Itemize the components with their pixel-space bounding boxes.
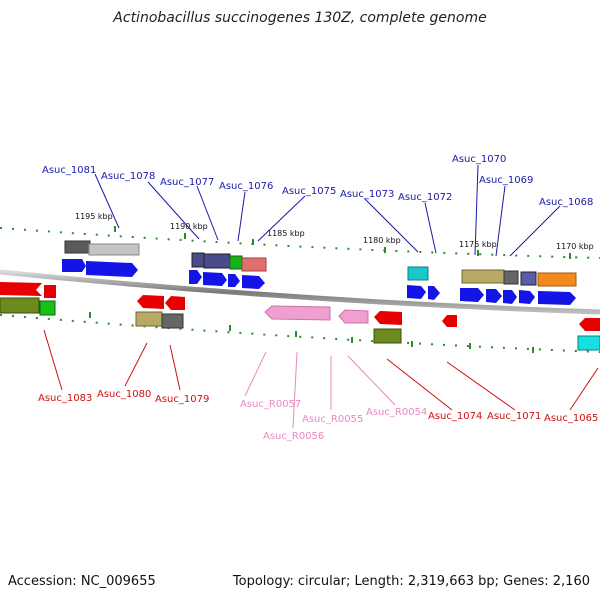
gene-label-reverse[interactable]: Asuc_1065 (544, 413, 598, 424)
feature-green-box[interactable] (229, 255, 243, 270)
reverse-leader-lines (43, 329, 599, 429)
gene-label-reverse[interactable]: Asuc_1071 (487, 411, 541, 422)
tick-label: 1170 kbp (556, 242, 594, 251)
feature-gray-box[interactable] (161, 313, 184, 329)
gene-label-forward[interactable]: Asuc_1073 (340, 189, 394, 200)
gene-arrow-reverse[interactable] (442, 315, 457, 327)
genome-summary-text: Topology: circular; Length: 2,319,663 bp… (232, 574, 590, 589)
feature-khaki-box[interactable] (135, 311, 163, 327)
tick-label: 1195 kbp (75, 212, 113, 221)
feature-gray-box[interactable] (88, 243, 140, 256)
gene-label-reverse[interactable]: Asuc_1079 (155, 394, 209, 405)
gene-label-forward[interactable]: Asuc_1070 (452, 154, 506, 165)
feature-olive-box[interactable] (0, 297, 40, 314)
gene-label-reverse[interactable]: Asuc_1083 (38, 393, 92, 404)
reverse-features (0, 282, 600, 351)
feature-red-box[interactable] (44, 285, 56, 298)
gene-arrow-forward[interactable] (428, 286, 440, 300)
gene-arrow-reverse[interactable] (374, 311, 402, 325)
gene-arrow-forward[interactable] (203, 272, 227, 286)
gene-arrow-reverse[interactable] (137, 295, 164, 309)
forward-labels: Asuc_1081 Asuc_1078 Asuc_1077 Asuc_1076 … (42, 154, 593, 208)
feature-orange-box[interactable] (537, 272, 577, 287)
gene-label-forward[interactable]: Asuc_1081 (42, 165, 96, 176)
gene-arrow-reverse[interactable] (579, 318, 600, 331)
accession-text: Accession: NC_009655 (8, 574, 156, 589)
gene-arrow-forward[interactable] (189, 270, 202, 284)
rna-arrow-reverse[interactable] (338, 309, 369, 324)
gene-label-forward[interactable]: Asuc_1076 (219, 181, 273, 192)
gene-label-reverse[interactable]: Asuc_1074 (428, 411, 482, 422)
gene-label-forward[interactable]: Asuc_1077 (160, 177, 214, 188)
gene-label-reverse[interactable]: Asuc_R0057 (240, 399, 301, 410)
feature-green-box[interactable] (39, 300, 56, 316)
outer-dotted-ring (0, 227, 600, 259)
tick-label: 1185 kbp (267, 229, 305, 238)
genome-backbone (0, 269, 600, 315)
forward-leader-lines (94, 164, 561, 257)
gene-label-forward[interactable]: Asuc_1075 (282, 186, 336, 197)
tick-label: 1190 kbp (170, 222, 208, 231)
feature-purple-box[interactable] (191, 252, 205, 268)
inner-dotted-ring (0, 314, 600, 353)
gene-label-reverse[interactable]: Asuc_R0056 (263, 431, 324, 442)
gene-label-forward[interactable]: Asuc_1068 (539, 197, 593, 208)
gene-label-forward[interactable]: Asuc_1069 (479, 175, 533, 186)
gene-arrow-forward[interactable] (519, 290, 535, 304)
feature-salmon-box[interactable] (241, 257, 267, 272)
gene-label-reverse[interactable]: Asuc_R0054 (366, 407, 427, 418)
gene-arrow-forward[interactable] (486, 289, 502, 303)
feature-gray-box[interactable] (64, 240, 91, 254)
forward-features (62, 240, 577, 305)
feature-purple-box[interactable] (203, 253, 231, 269)
gene-arrow-forward[interactable] (407, 285, 426, 299)
gene-label-reverse[interactable]: Asuc_1080 (97, 389, 151, 400)
reverse-labels: Asuc_1083 Asuc_1080 Asuc_1079 Asuc_R0057… (38, 389, 598, 442)
feature-cyan-box[interactable] (407, 266, 429, 281)
gene-label-reverse[interactable]: Asuc_R0055 (302, 414, 363, 425)
gene-arrow-forward[interactable] (460, 288, 484, 302)
tick-label: 1180 kbp (363, 236, 401, 245)
gene-arrow-forward[interactable] (86, 261, 138, 277)
feature-purple-box[interactable] (520, 271, 537, 286)
gene-arrow-reverse[interactable] (165, 296, 185, 310)
feature-cyan-box[interactable] (577, 335, 600, 351)
gene-arrow-forward[interactable] (62, 259, 86, 272)
gene-arrow-forward[interactable] (242, 275, 265, 289)
gene-label-forward[interactable]: Asuc_1078 (101, 171, 155, 182)
rna-arrow-reverse[interactable] (264, 305, 331, 321)
tick-marks (89, 226, 571, 353)
gene-arrow-reverse[interactable] (0, 282, 42, 296)
gene-arrow-forward[interactable] (538, 291, 576, 305)
feature-khaki-box[interactable] (461, 269, 505, 284)
feature-olive-box[interactable] (373, 328, 402, 344)
gene-label-forward[interactable]: Asuc_1072 (398, 192, 452, 203)
gene-arrow-forward[interactable] (503, 290, 517, 304)
feature-gray-box[interactable] (503, 270, 519, 285)
tick-label: 1175 kbp (459, 240, 497, 249)
gene-arrow-forward[interactable] (228, 274, 240, 287)
map-title: Actinobacillus succinogenes 130Z, comple… (113, 10, 487, 26)
